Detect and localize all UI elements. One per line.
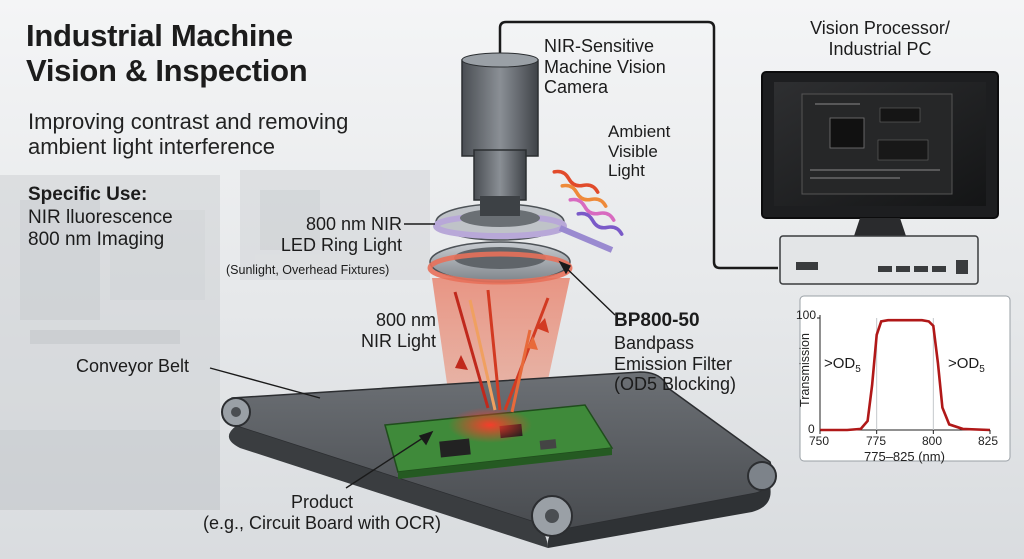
chart-xtick-800: 800 — [922, 434, 943, 448]
ambient-light-rays — [552, 169, 624, 253]
conveyor-label: Conveyor Belt — [76, 356, 190, 376]
specific-use-heading: Specific Use: — [28, 184, 148, 205]
chart-ytick-0: 0 — [808, 422, 815, 436]
camera-label: NIR-Sensitive Machine Vision Camera — [544, 36, 666, 98]
camera-cable — [498, 20, 778, 270]
ring-light-note: (Sunlight, Overhead Fixtures) — [226, 263, 390, 277]
circuit-board — [384, 404, 614, 479]
chart-od-right: >OD5 — [948, 355, 985, 375]
chart-ticks — [817, 317, 991, 434]
page-title: Industrial Machine Vision & Inspection — [26, 18, 308, 89]
transmission-curve — [820, 318, 991, 432]
ring-light — [427, 203, 573, 285]
callout-lines — [209, 223, 616, 489]
vision-pc — [761, 71, 999, 285]
transmission-chart — [799, 295, 1011, 462]
nir-light-label: 800 nm NIR Light — [360, 310, 436, 351]
chart-xtick-775: 775 — [866, 434, 887, 448]
ambient-light-label: Ambient Visible Light — [608, 122, 671, 181]
chart-od-left-text: >OD — [824, 355, 856, 372]
nir-rays — [453, 289, 550, 413]
nir-glow — [448, 407, 532, 443]
chart-od-right-sub: 5 — [979, 364, 985, 375]
chart-xtick-825: 825 — [978, 434, 999, 448]
chart-od-left-sub: 5 — [855, 364, 861, 375]
ring-light-label: 800 nm NIR LED Ring Light — [280, 214, 402, 255]
page-subtitle: Improving contrast and removing ambient … — [28, 109, 349, 159]
chart-xtick-750: 750 — [809, 434, 830, 448]
chart-od-left: >OD5 — [824, 355, 861, 375]
factory-background — [0, 170, 430, 510]
chart-od-right-text: >OD — [948, 355, 980, 372]
chart-ylabel: Transmission — [798, 333, 812, 407]
chart-xlabel: 775–825 (nm) — [864, 449, 945, 464]
filter-description: Bandpass Emission Filter (OD5 Blocking) — [614, 333, 737, 395]
filter-name: BP800-50 — [614, 310, 700, 331]
camera-body — [461, 52, 539, 216]
product-label: Product (e.g., Circuit Board with OCR) — [202, 492, 442, 533]
processor-label: Vision Processor/ Industrial PC — [810, 18, 950, 59]
specific-use-items: NIR lluorescence 800 nm Imaging — [28, 207, 173, 250]
chart-ytick-100: 100 — [796, 308, 817, 322]
